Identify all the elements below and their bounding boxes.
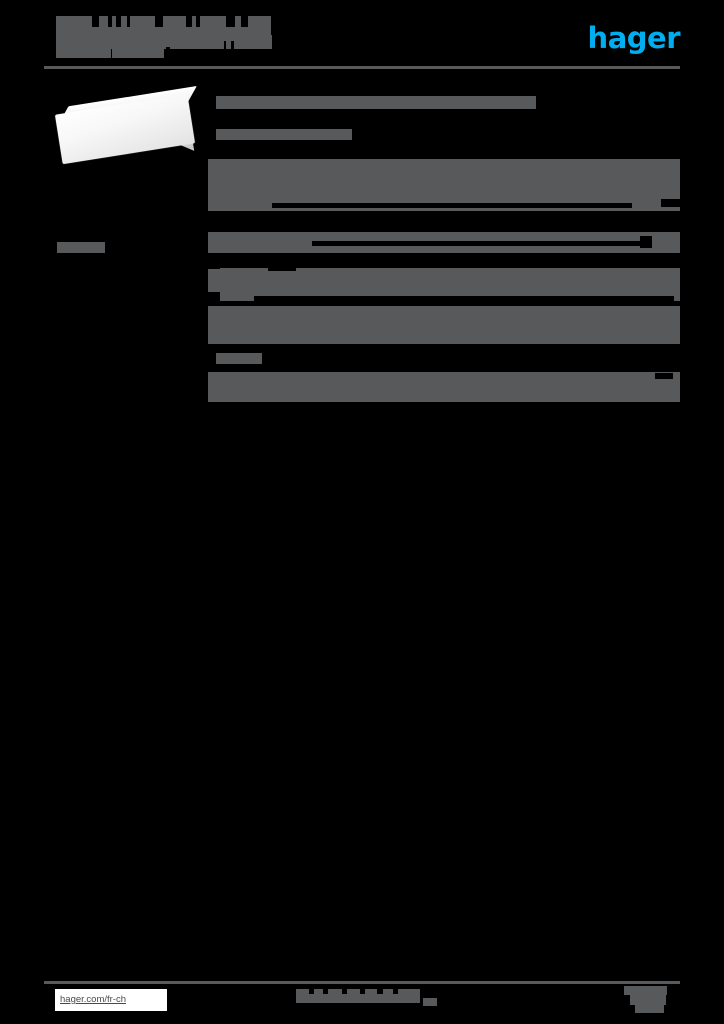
hager-logo: hager xyxy=(587,21,681,55)
title-redaction-block-16 xyxy=(226,35,231,49)
footer-page-number-block-1 xyxy=(630,995,666,1005)
table-row-band-5 xyxy=(208,372,680,402)
title-redaction-block-0 xyxy=(56,16,92,29)
header-divider xyxy=(44,66,680,69)
title-redaction-block-9 xyxy=(248,16,271,29)
table-leader-gap-3 xyxy=(254,296,674,301)
product-image xyxy=(50,86,205,173)
title-redaction-block-15 xyxy=(170,35,224,49)
title-redaction-block-17 xyxy=(234,35,272,49)
title-redaction-block-12 xyxy=(56,41,111,58)
table-leader-gap-8 xyxy=(640,236,652,248)
title-redaction-block-4 xyxy=(130,16,155,29)
table-leader-gap-7 xyxy=(208,218,242,230)
footer-divider xyxy=(44,981,680,984)
table-leader-gap-0 xyxy=(272,203,632,208)
title-redaction-block-5 xyxy=(163,16,186,29)
table-leader-gap-2 xyxy=(268,259,296,271)
table-leader-gap-1 xyxy=(312,241,648,246)
main-heading-block xyxy=(216,96,536,109)
table-leader-gap-9 xyxy=(655,373,673,379)
table-row-band-0 xyxy=(208,159,680,211)
footer-page-number-block-0 xyxy=(624,986,667,995)
title-redaction-block-14 xyxy=(166,41,170,47)
footer-center-block-7 xyxy=(296,994,420,1003)
title-redaction-block-8 xyxy=(235,16,241,29)
table-row-band-2 xyxy=(208,268,680,301)
page-header: hager xyxy=(0,0,724,80)
table-row-band-3 xyxy=(208,306,680,344)
main-subheading-block xyxy=(216,129,352,140)
title-redaction-block-6 xyxy=(192,16,196,29)
footer-page-number-block-2 xyxy=(635,1005,664,1013)
title-redaction-block-1 xyxy=(99,16,108,29)
title-redaction-block-3 xyxy=(121,16,127,29)
table-leader-gap-4 xyxy=(661,199,680,207)
sidebar-label-block xyxy=(57,242,105,253)
title-redaction-block-7 xyxy=(200,16,226,29)
title-redaction-block-2 xyxy=(112,16,116,29)
footer-center-block-8 xyxy=(423,998,437,1006)
footer-website-link[interactable]: hager.com/fr-ch xyxy=(55,989,167,1011)
table-leader-gap-5 xyxy=(208,255,220,269)
title-redaction-block-13 xyxy=(112,43,164,58)
table-leader-gap-6 xyxy=(208,292,220,306)
table-section-label-4 xyxy=(216,353,262,364)
title-redaction-block-11 xyxy=(56,41,166,49)
